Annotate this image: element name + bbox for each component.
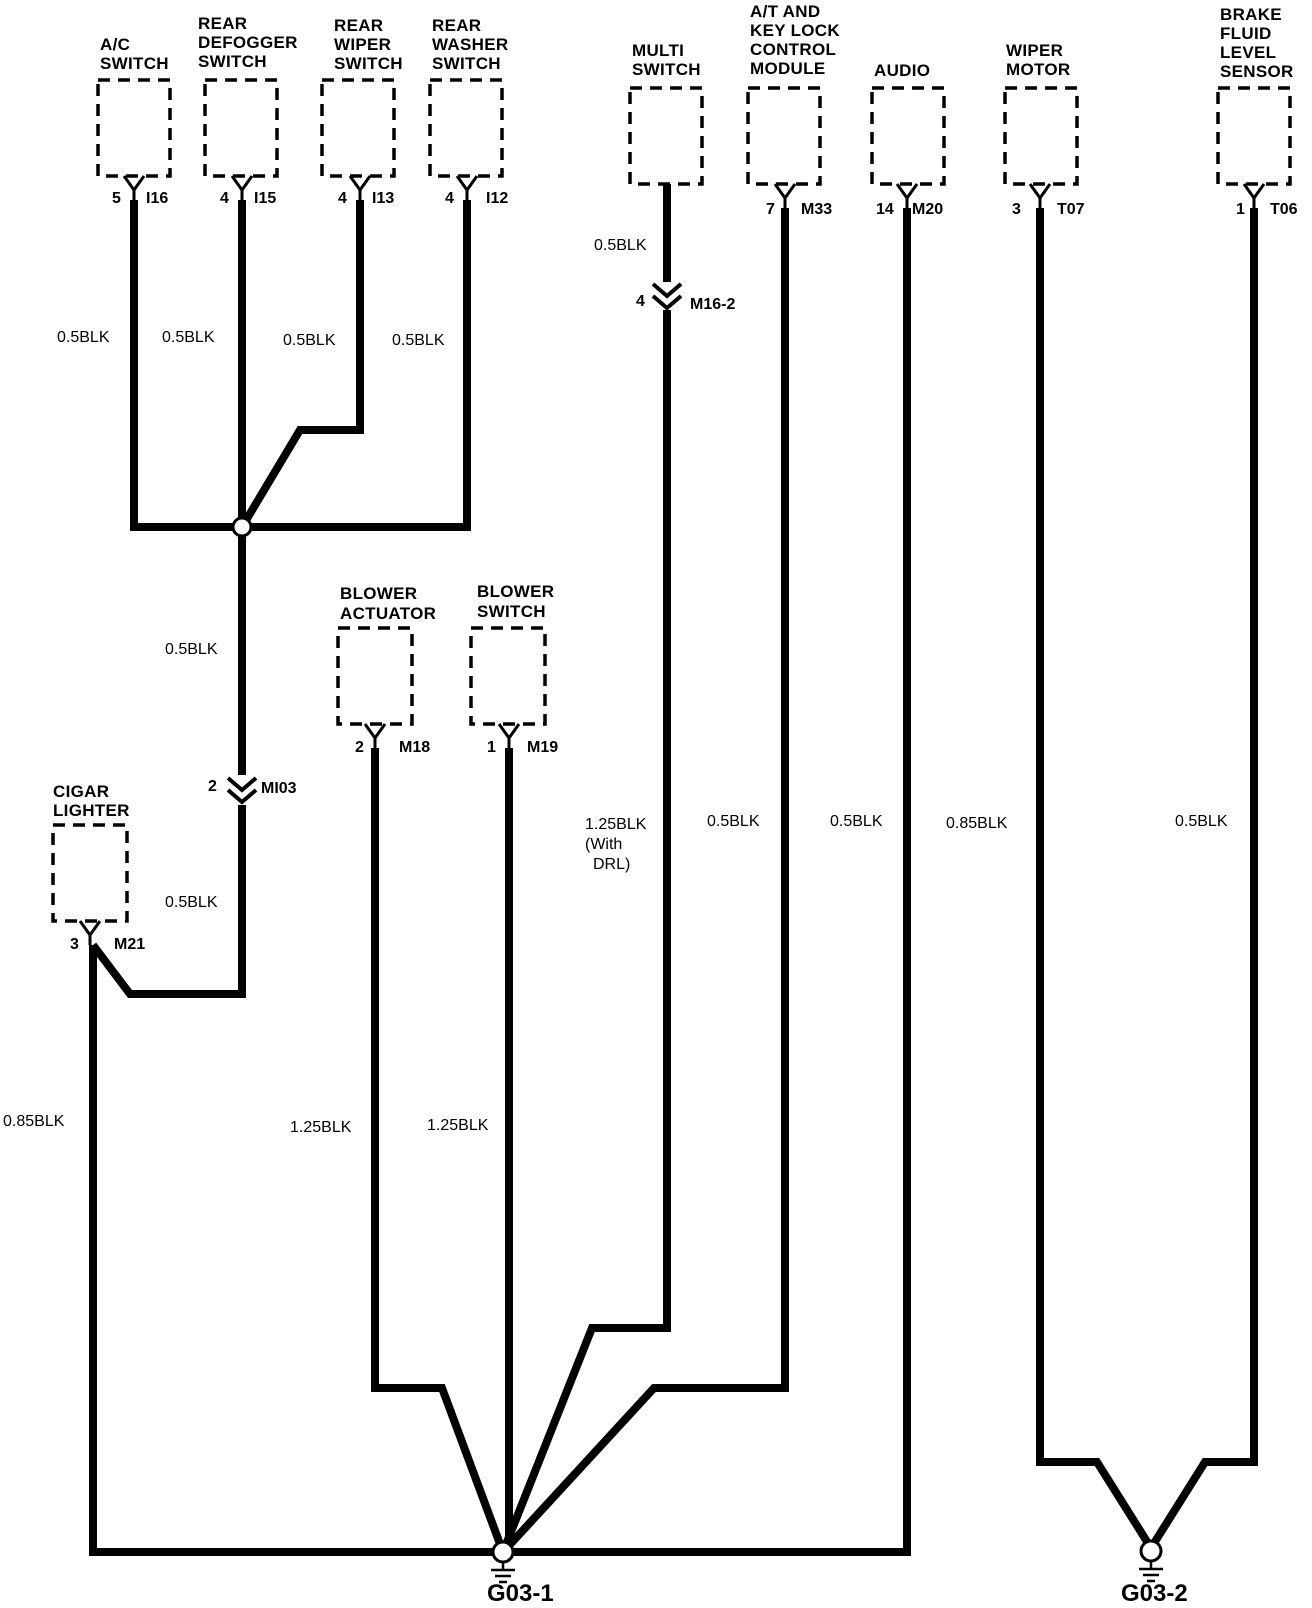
ground-label-g03-1: G03-1	[487, 1580, 554, 1607]
brake-fluid-connector: T06	[1270, 201, 1298, 218]
wire-label-multi-upper: 0.5BLK	[594, 237, 647, 254]
audio-pin: 14	[876, 201, 894, 218]
ground-g03-1-point	[491, 1540, 515, 1564]
wire-label-cigar: 0.85BLK	[3, 1113, 65, 1130]
rear-washer-connector: I12	[486, 190, 508, 207]
ac-switch-label: A/C SWITCH	[100, 35, 169, 73]
ac-switch-box	[96, 78, 172, 178]
wire-label-splice-down: 0.5BLK	[165, 641, 218, 658]
rear-defogger-switch-label: REAR DEFOGGER SWITCH	[198, 14, 303, 71]
wire-label-wiper-motor: 0.85BLK	[946, 815, 1008, 832]
rear-defogger-switch-box	[203, 78, 279, 178]
wire-label-multi-note-2: DRL)	[593, 856, 630, 873]
blower-switch-box	[469, 626, 547, 726]
rear-wiper-switch-box	[320, 78, 396, 178]
wire-label-mi03-down: 0.5BLK	[165, 894, 218, 911]
rear-wiper-switch-label: REAR WIPER SWITCH	[334, 16, 403, 73]
wire-mi03-to-cigar	[89, 805, 246, 998]
ground-label-g03-2: G03-2	[1121, 1580, 1188, 1607]
inline-connector-chevrons	[226, 282, 683, 805]
rear-washer-pin: 4	[445, 190, 454, 207]
mi03-pin: 2	[208, 778, 217, 795]
brake-fluid-pin: 1	[1236, 201, 1245, 218]
rear-defogger-pin: 4	[220, 190, 229, 207]
at-key-lock-connector: M33	[801, 201, 832, 218]
cigar-lighter-label: CIGAR LIGHTER	[53, 782, 130, 820]
component-boxes	[51, 78, 1292, 923]
wire-label-blower-switch: 1.25BLK	[427, 1117, 489, 1134]
ground-g03-2-point	[1139, 1539, 1163, 1563]
wire-label-ac: 0.5BLK	[57, 329, 110, 346]
audio-label: AUDIO	[874, 61, 930, 80]
wire-ac-switch	[130, 200, 242, 531]
wire-label-brake-fluid: 0.5BLK	[1175, 813, 1228, 830]
left-splice	[231, 516, 253, 538]
wire-at-key-lock	[500, 208, 789, 1555]
multi-switch-box	[628, 86, 704, 186]
ground-symbol-g03-1	[491, 1562, 515, 1584]
m16-2-connector: M16-2	[690, 296, 735, 313]
blower-switch-label: BLOWER SWITCH	[477, 582, 559, 621]
ac-switch-connector: I16	[146, 190, 168, 207]
cigar-lighter-connector: M21	[114, 936, 145, 953]
wire-rear-washer	[242, 200, 471, 531]
wire-brake-fluid	[1147, 208, 1258, 1551]
wiper-motor-connector: T07	[1057, 201, 1085, 218]
wire-cigar-to-ground	[89, 945, 503, 1556]
wire-label-defogger: 0.5BLK	[162, 329, 215, 346]
wire-labels: 0.5BLK 0.5BLK 0.5BLK 0.5BLK 0.5BLK 0.5BL…	[3, 237, 1228, 1136]
at-key-lock-module-box	[746, 86, 822, 186]
wire-label-multi-note-1: (With	[585, 836, 622, 853]
audio-box	[870, 86, 946, 186]
cigar-lighter-box	[51, 823, 129, 923]
m16-2-pin: 4	[636, 293, 645, 310]
blower-switch-connector: M19	[527, 739, 558, 756]
wire-label-rear-wiper: 0.5BLK	[283, 332, 336, 349]
wiper-motor-label: WIPER MOTOR	[1006, 41, 1070, 79]
wire-blower-actuator	[371, 748, 507, 1554]
ground-symbols	[491, 1561, 1163, 1584]
blower-actuator-connector: M18	[399, 739, 430, 756]
wire-audio	[503, 208, 911, 1556]
blower-actuator-pin: 2	[355, 739, 364, 756]
multi-switch-label: MULTI SWITCH	[632, 41, 701, 79]
cigar-lighter-pin: 3	[70, 936, 79, 953]
blower-actuator-label: BLOWER ACTUATOR	[340, 584, 436, 623]
blower-actuator-box	[336, 626, 414, 726]
rear-defogger-connector: I15	[254, 190, 276, 207]
wire-label-blower-actuator: 1.25BLK	[290, 1119, 352, 1136]
wire-multi-switch-lower	[499, 310, 671, 1554]
component-labels: A/C SWITCH REAR DEFOGGER SWITCH REAR WIP…	[53, 2, 1294, 820]
mi03-connector: MI03	[261, 780, 297, 797]
rear-wiper-pin: 4	[338, 190, 347, 207]
wire-label-rear-washer: 0.5BLK	[392, 332, 445, 349]
wires	[89, 184, 1258, 1556]
ac-switch-pin: 5	[112, 190, 121, 207]
rear-washer-switch-label: REAR WASHER SWITCH	[432, 16, 513, 73]
pin-symbols	[78, 175, 1266, 945]
wiper-motor-box	[1003, 86, 1079, 186]
rear-washer-switch-box	[428, 78, 504, 178]
connector-labels: 5 I16 4 I15 4 I13 4 I12 7 M33 14 M20 3 T…	[70, 190, 1298, 953]
blower-switch-pin: 1	[487, 739, 496, 756]
ground-symbol-g03-2	[1139, 1561, 1163, 1583]
audio-connector: M20	[912, 201, 943, 218]
wire-rear-wiper	[238, 200, 364, 530]
wire-label-audio: 0.5BLK	[830, 813, 883, 830]
wiper-motor-pin: 3	[1012, 201, 1021, 218]
wire-label-at-key-lock: 0.5BLK	[707, 813, 760, 830]
wire-label-multi-lower: 1.25BLK	[585, 816, 647, 833]
brake-fluid-sensor-label: BRAKE FLUID LEVEL SENSOR	[1220, 5, 1294, 81]
ground-labels: G03-1 G03-2	[487, 1580, 1188, 1607]
rear-wiper-connector: I13	[372, 190, 394, 207]
wire-wiper-motor	[1036, 208, 1155, 1551]
at-key-lock-module-label: A/T AND KEY LOCK CONTROL MODULE	[750, 2, 845, 78]
brake-fluid-sensor-box	[1216, 86, 1292, 186]
at-key-lock-pin: 7	[766, 201, 775, 218]
